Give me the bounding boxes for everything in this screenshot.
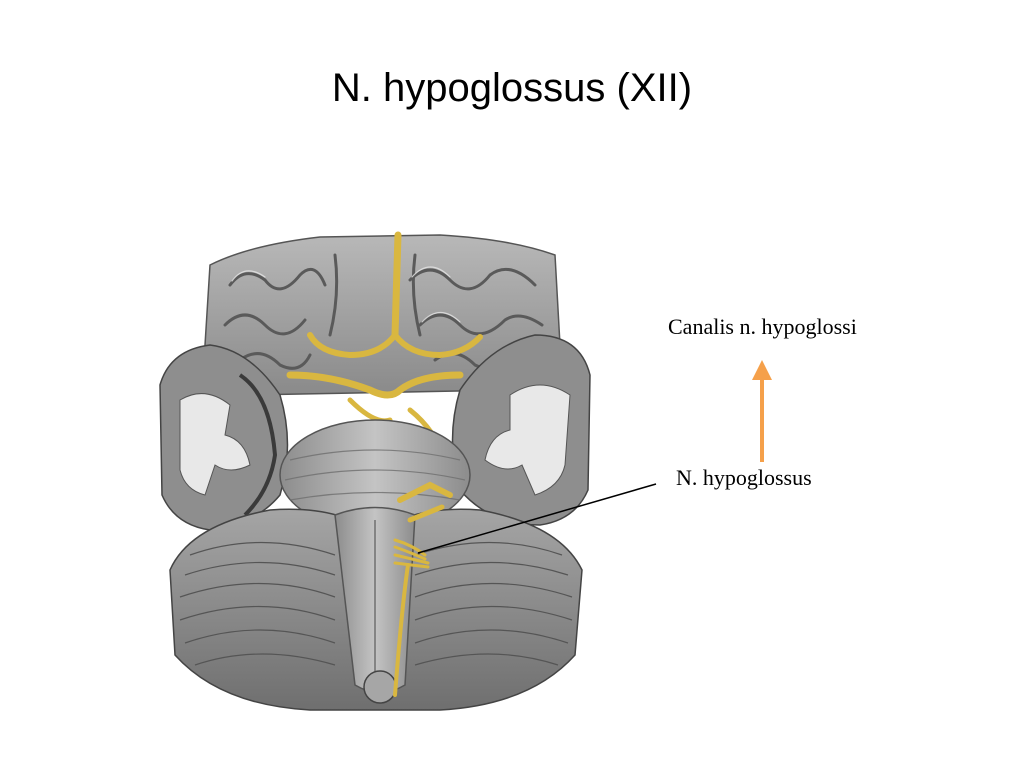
label-n-hypoglossus: N. hypoglossus (676, 465, 812, 490)
frontal-lobes (204, 234, 561, 396)
spinal-cord-section (363, 670, 397, 704)
up-arrow-icon (752, 360, 772, 462)
slide-title: N. hypoglossus (XII) (331, 66, 693, 110)
brain-illustration (159, 231, 591, 711)
temporal-lobe-left (159, 344, 289, 531)
label-canalis-n-hypoglossi: Canalis n. hypoglossi (668, 314, 857, 339)
